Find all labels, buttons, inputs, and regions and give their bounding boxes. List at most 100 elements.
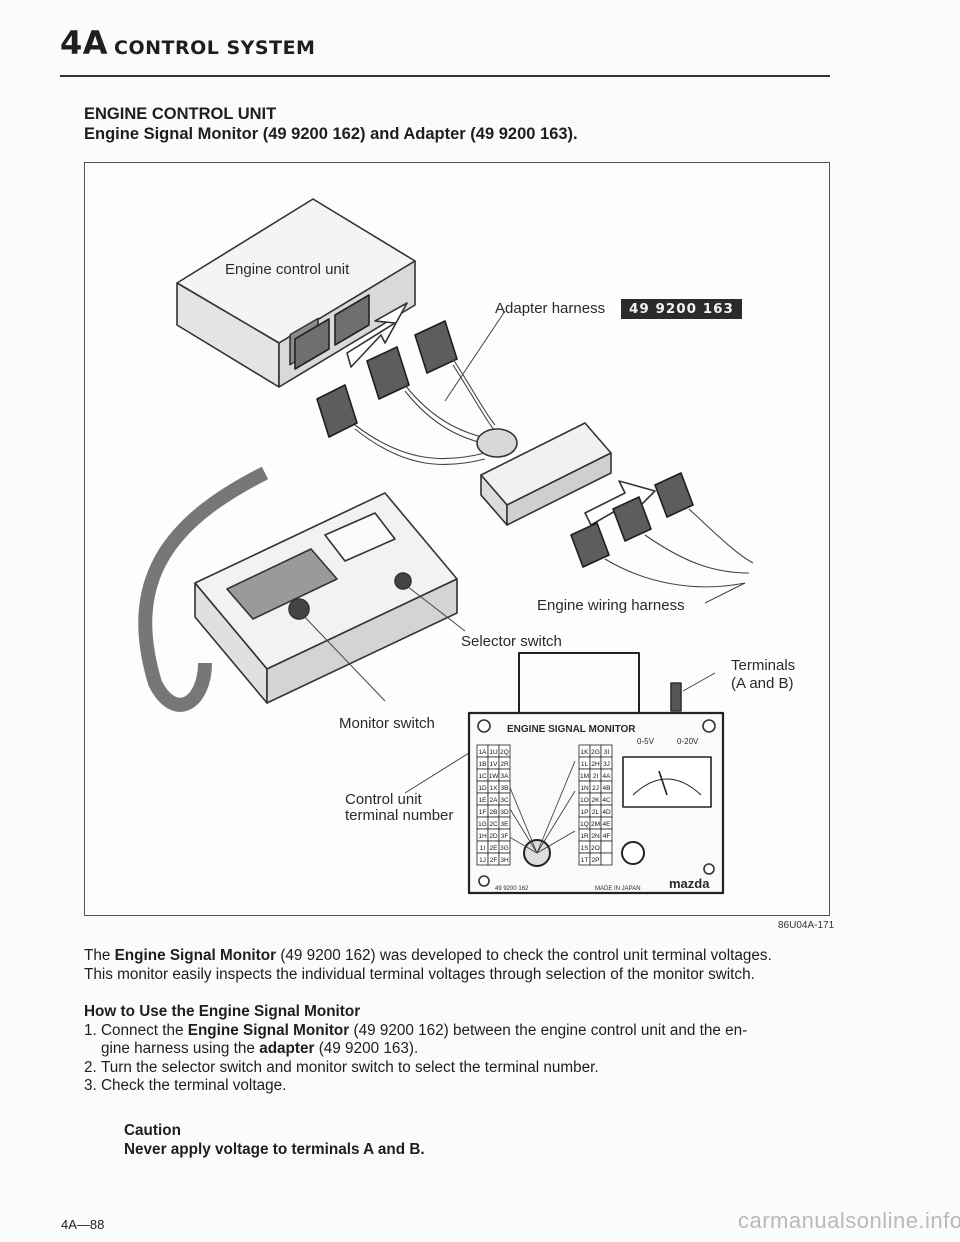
terminal-label: 2J (592, 785, 599, 792)
terminal-label: 3G (500, 845, 509, 852)
terminal-label: 2L (592, 809, 600, 816)
label-engine-control-unit: Engine control unit (225, 261, 350, 278)
terminal-label: 2O (591, 845, 600, 852)
header-rule (60, 75, 830, 77)
description-p2: This monitor easily inspects the individ… (84, 966, 755, 983)
terminal-label: 4A (603, 773, 612, 780)
terminal-label: 1G (478, 821, 487, 828)
caution-text: Never apply voltage to terminals A and B… (124, 1141, 425, 1158)
terminal-label: 2I (593, 773, 599, 780)
adapter-connectors (316, 320, 458, 438)
terminal-label: 3F (501, 833, 509, 840)
terminal-label: 3E (501, 821, 510, 828)
terminal-label: 2P (592, 857, 600, 864)
terminal-label: 2Q (500, 749, 509, 756)
monitor-cable (138, 466, 269, 712)
terminal-label: 1L (581, 761, 589, 768)
terminal-label: 1S (581, 845, 590, 852)
terminal-label: 1J (479, 857, 486, 864)
terminal-label: 2F (490, 857, 498, 864)
terminal-label: 4D (602, 809, 611, 816)
terminal-label: 3D (500, 809, 509, 816)
terminal-cell (498, 852, 511, 866)
terminal-label: 1H (478, 833, 487, 840)
terminal-label: 2K (592, 797, 601, 804)
terminal-label: 3A (501, 773, 510, 780)
label-control-unit-2: terminal number (345, 807, 454, 824)
text-bold: Engine Signal Monitor (114, 947, 277, 964)
terminal-label: 1B (479, 761, 487, 768)
monitor-range-1: 0-5V (637, 737, 654, 746)
engine-harness-wires (604, 508, 754, 588)
terminal-label: 2M (591, 821, 600, 828)
label-terminals-2: (A and B) (731, 675, 794, 692)
label-control-unit-1: Control unit (345, 791, 422, 808)
step-2: 2. Turn the selector switch and monitor … (84, 1059, 830, 1078)
arrow-ecu (346, 302, 408, 368)
terminal-label: 1C (478, 773, 487, 780)
terminal-label: 1K (581, 749, 590, 756)
terminal-label: 2H (591, 761, 600, 768)
adapter-part-badge: 49 9200 163 (621, 299, 742, 319)
terminal-label: 1U (489, 749, 498, 756)
monitor-maker-logo: mazda (669, 876, 710, 891)
terminal-post (670, 682, 682, 712)
terminal-label: 3H (500, 857, 509, 864)
section-heading: ENGINE CONTROL UNIT Engine Signal Monito… (84, 104, 578, 144)
description: The Engine Signal Monitor (49 9200 162) … (84, 946, 830, 984)
terminal-label: 3J (603, 761, 610, 768)
terminal-label: 2G (591, 749, 600, 756)
step-3: 3. Check the terminal voltage. (84, 1077, 830, 1096)
howto-heading: How to Use the Engine Signal Monitor (84, 1003, 361, 1020)
text-bold: adapter (259, 1040, 315, 1057)
step-text: Connect the Engine Signal Monitor (49 92… (101, 1022, 747, 1059)
label-engine-wiring-harness: Engine wiring harness (537, 597, 685, 614)
engine-harness-connectors (570, 472, 694, 568)
terminal-label: 1R (580, 833, 589, 840)
watermark: carmanualsonline.info (738, 1208, 960, 1233)
terminal-label: 1N (580, 785, 589, 792)
label-monitor-switch: Monitor switch (339, 715, 435, 732)
step-number: 1. (84, 1021, 97, 1039)
text-run: (49 9200 163). (314, 1040, 419, 1057)
step-text: Turn the selector switch and monitor swi… (101, 1058, 599, 1076)
panel-screw (703, 863, 715, 875)
ecu-sockets (294, 294, 370, 370)
page-number: 4A—88 (61, 1217, 105, 1232)
terminal-label: 1I (480, 845, 486, 852)
terminal-label: 3B (501, 785, 509, 792)
terminal-label: 1P (581, 809, 589, 816)
text-bold: Engine Signal Monitor (187, 1021, 350, 1039)
section-number: 4A (60, 24, 109, 62)
text-run: (49 9200 162) was developed to check the… (276, 947, 772, 964)
arrow-harness (584, 480, 656, 526)
selector-switch-knob (621, 841, 645, 865)
terminal-label: 4F (603, 833, 611, 840)
monitor-title: ENGINE SIGNAL MONITOR (507, 724, 636, 735)
monitor-range-2: 0-20V (677, 737, 699, 746)
text-run: The (84, 947, 115, 964)
monitor-illustration (194, 492, 458, 704)
step-1: 1. Connect the Engine Signal Monitor (49… (84, 1022, 830, 1059)
text-run: (49 9200 162) between the engine control… (349, 1021, 748, 1039)
terminal-label: 3I (604, 749, 610, 756)
section-title-line: ENGINE CONTROL UNIT (84, 105, 277, 123)
step-text: Check the terminal voltage. (101, 1077, 287, 1094)
terminal-label: 1X (490, 785, 499, 792)
monitor-part-number: 49 9200 162 (495, 886, 529, 892)
terminal-label: 1V (490, 761, 499, 768)
terminal-label: 1Q (580, 821, 589, 828)
terminal-label: 1F (479, 809, 487, 816)
terminal-label: 2B (490, 809, 498, 816)
text-run: gine harness using the (101, 1040, 260, 1057)
meter-needle (658, 770, 668, 796)
terminal-label: 2D (489, 833, 498, 840)
step-number: 3. (84, 1077, 97, 1094)
terminal-label: 4E (603, 821, 612, 828)
section-title: CONTROL SYSTEM (114, 37, 316, 59)
terminal-label: 2R (500, 761, 509, 768)
text-run: Connect the (101, 1021, 188, 1039)
label-adapter-harness: Adapter harness (495, 300, 606, 317)
